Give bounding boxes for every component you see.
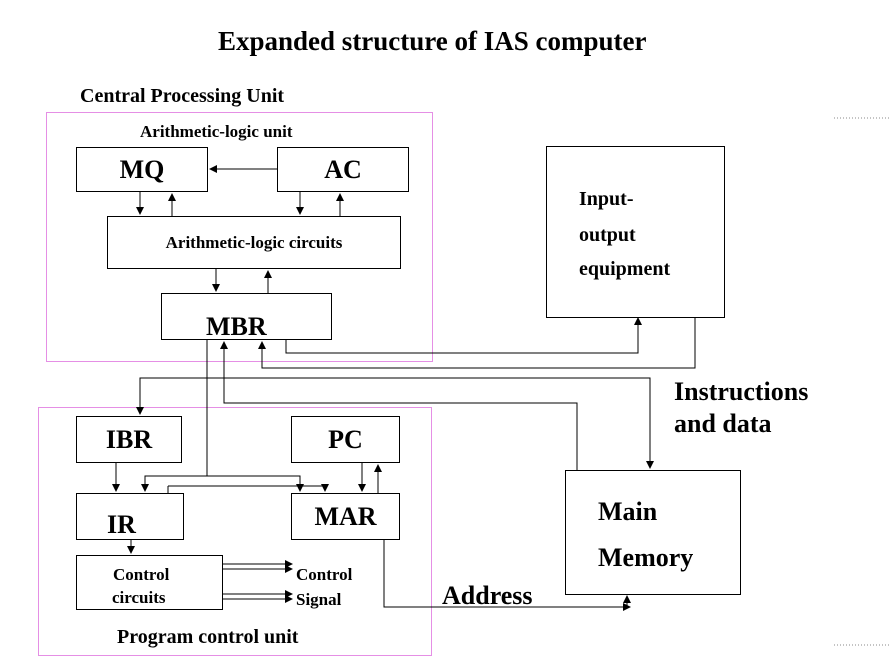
mbr-to-mar-wire: [207, 475, 304, 492]
control-circuits-line2: circuits: [112, 588, 166, 607]
pc-label: PC: [328, 424, 363, 454]
io-to-mbr-wire: [258, 318, 696, 369]
ir-label: IR: [107, 510, 136, 539]
ibr-label: IBR: [105, 424, 153, 454]
alu-label: Arithmetic-logic unit: [140, 122, 293, 141]
address-label: Address: [442, 581, 533, 610]
mar-label: MAR: [314, 501, 377, 531]
memory-line1: Main: [598, 497, 658, 526]
instructions-label-line1: Instructions: [674, 377, 809, 406]
control-circuits: Control circuits: [76, 555, 223, 610]
pcu-region: [38, 407, 432, 656]
pcu-label: Program control unit: [117, 626, 299, 648]
ir-register: IR: [76, 493, 184, 540]
io-line3: equipment: [579, 258, 671, 280]
mbr-to-ir-wire: [141, 475, 207, 492]
control-circuits-line1: Control: [113, 565, 170, 584]
memory-to-mbr-wire: [220, 341, 578, 470]
control-signal-line2: Signal: [296, 590, 342, 609]
pc-register: PC: [291, 416, 400, 463]
mbr-label: MBR: [206, 312, 267, 341]
mar-to-memory-address-wire: [383, 540, 631, 611]
io-equipment: Input- output equipment: [546, 146, 725, 318]
control-signal-line1: Control: [296, 565, 353, 584]
mbr-to-memory-wire: [206, 340, 654, 469]
mq-register: MQ: [76, 147, 208, 192]
memory-line2: Memory: [598, 543, 694, 572]
cpu-region: [46, 112, 433, 362]
ac-register: AC: [277, 147, 409, 192]
diagram-title: Expanded structure of IAS computer: [218, 26, 647, 56]
ibr-register: IBR: [76, 416, 182, 463]
mbr-register: MBR: [161, 293, 332, 340]
ir-to-mar-wire: [168, 484, 329, 492]
io-line1: Input-: [579, 188, 634, 210]
alu-circuits-label: Arithmetic-logic circuits: [165, 233, 343, 252]
ac-label: AC: [324, 154, 362, 184]
cpu-label: Central Processing Unit: [80, 85, 285, 107]
mq-label: MQ: [119, 154, 165, 184]
io-line2: output: [579, 224, 636, 246]
main-memory: Main Memory: [565, 470, 741, 595]
instructions-label-line2: and data: [674, 409, 772, 438]
mbr-to-io-wire: [285, 317, 642, 354]
mbr-to-ibr-wire: [136, 377, 207, 415]
mar-register: MAR: [291, 493, 400, 540]
alu-circuits: Arithmetic-logic circuits: [107, 216, 401, 269]
